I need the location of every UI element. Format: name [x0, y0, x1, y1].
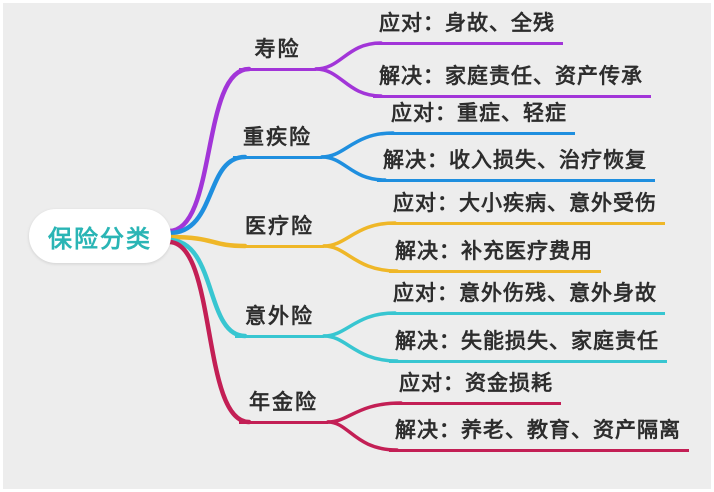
branch-node-life: 寿险	[239, 36, 316, 71]
leaf-connector	[314, 41, 383, 71]
branch-node-annuity: 年金险	[239, 389, 328, 424]
leaf-node: 解决：收入损失、治疗恢复	[377, 147, 655, 182]
leaf-node: 应对：身故、全残	[373, 10, 563, 45]
branch-connector-accident	[166, 237, 248, 339]
leaf-connector	[322, 311, 397, 338]
leaf-node: 应对：重症、轻症	[385, 100, 575, 135]
leaf-node: 解决：家庭责任、资产传承	[373, 63, 651, 98]
branch-connector-critical-illness	[166, 154, 248, 236]
leaf-node: 解决：补充医疗费用	[389, 238, 601, 273]
leaf-node: 应对：资金损耗	[393, 370, 561, 405]
leaf-connector	[326, 420, 399, 452]
branch-connector-medical	[166, 234, 248, 249]
leaf-node: 应对：大小疾病、意外受伤	[387, 190, 665, 225]
leaf-node: 应对：意外伤残、意外身故	[387, 280, 665, 315]
root-node: 保险分类	[29, 209, 171, 263]
branch-node-medical: 医疗险	[235, 213, 324, 248]
leaf-node: 解决：失能损失、家庭责任	[389, 328, 667, 363]
leaf-connector	[322, 334, 399, 363]
leaf-connector	[320, 155, 387, 182]
leaf-connector	[322, 244, 399, 273]
leaf-connector	[314, 67, 383, 98]
leaf-node: 解决：养老、教育、资产隔离	[389, 417, 689, 452]
branch-node-critical-illness: 重疾险	[233, 124, 322, 159]
leaf-connector	[322, 221, 397, 248]
branch-node-accident: 意外险	[235, 303, 324, 338]
root-label: 保险分类	[48, 225, 152, 253]
